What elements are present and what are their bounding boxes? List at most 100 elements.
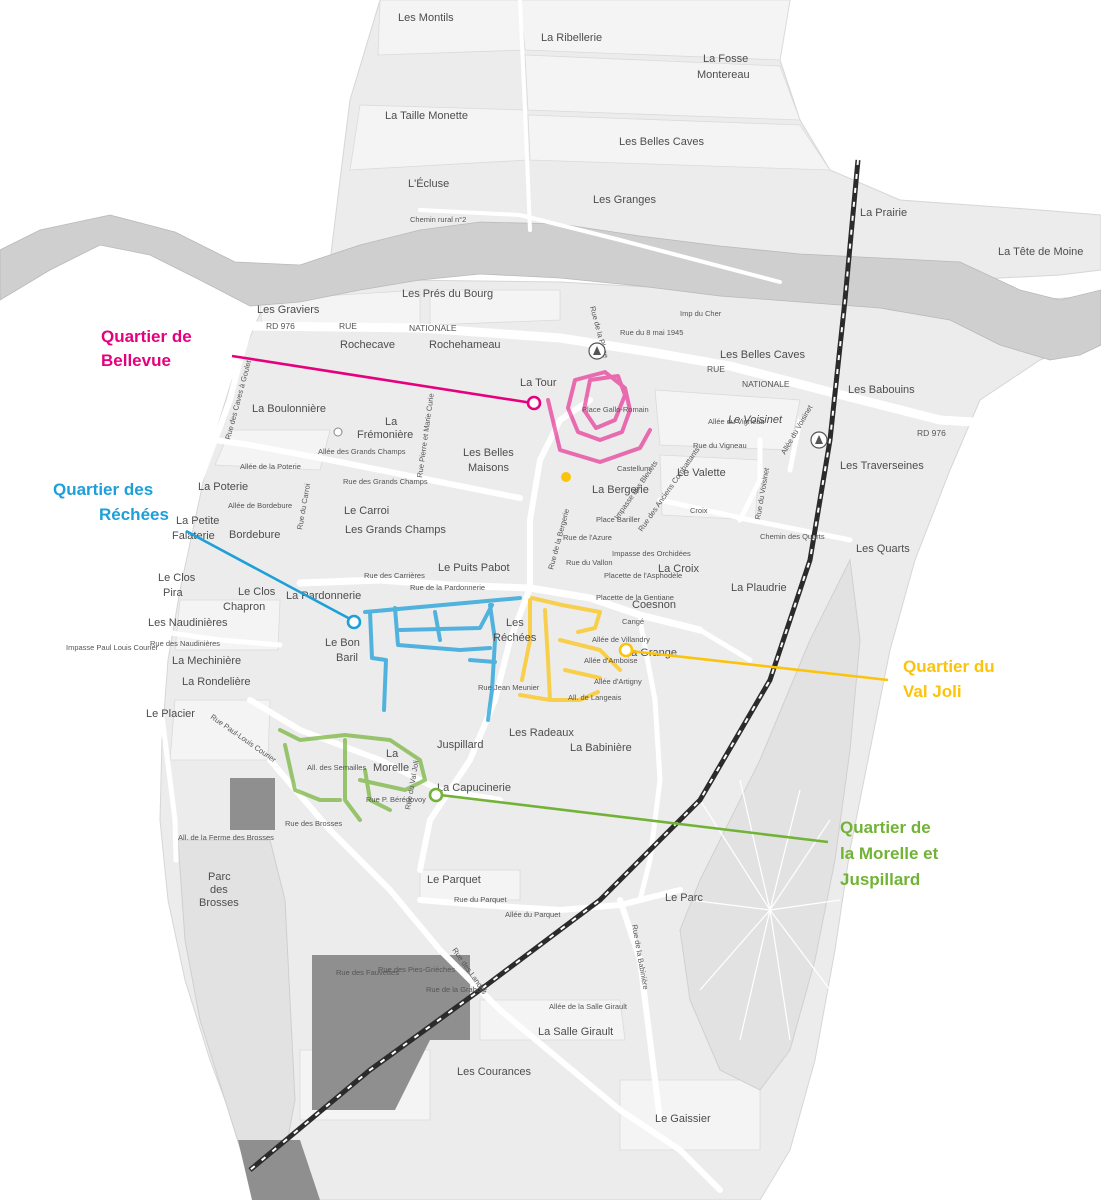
place-parc-3: Brosses [199,897,239,909]
place-les-belles-caves-north: Les Belles Caves [619,136,704,148]
district-rechees-line2: Réchées [99,505,169,524]
place-la: La [385,416,398,428]
place-juspillard: Juspillard [437,739,483,751]
place-parc-2: des [210,884,228,896]
street-place-bariller: Place Bariller [596,515,641,524]
street-allee-des-semailles: All. des Semailles [307,763,366,772]
place-la-morelle-2: Morelle [373,762,409,774]
street-rd976-east: RD 976 [917,428,946,438]
district-morelle-line3: Juspillard [840,870,920,889]
street-rue-du-parquet: Rue du Parquet [454,895,507,904]
place-les-graviers: Les Graviers [257,304,320,316]
street-rd976-west: RD 976 [266,321,295,331]
place-la-capucinerie: La Capucinerie [437,782,511,794]
street-allee-langeais: All. de Langeais [568,693,622,702]
place-rochecave: Rochecave [340,339,395,351]
street-croix: Croix [690,506,708,515]
street-rue-des-naudinieres: Rue des Naudinières [150,639,220,648]
place-la-plaudrie: La Plaudrie [731,582,787,594]
place-la-ribellerie: La Ribellerie [541,32,602,44]
street-chemin-rural: Chemin rural n°2 [410,215,466,224]
street-allee-villandry: Allée de Villandry [592,635,650,644]
roads [98,0,1101,1193]
place-la-rondeliere: La Rondelière [182,676,251,688]
street-rue-grabole: Rue de la Grabole [426,985,487,994]
marker-rechees [346,614,362,630]
street-place-gallo-romain: Place Gallo-Romain [582,405,649,414]
street-rue-des-grands-champs: Rue des Grands Champs [343,477,428,486]
place-la-bergerie: La Bergerie [592,484,649,496]
leader-rechees [185,529,353,622]
district-rechees-line1: Quartier des [53,480,153,499]
place-rochehameau: Rochehameau [429,339,501,351]
place-les-belles: Les Belles [463,447,514,459]
district-val-joli-outline [518,596,622,702]
place-les-belles-caves-south: Les Belles Caves [720,349,805,361]
place-la-taille-monette: La Taille Monette [385,110,468,122]
place-le-carroi: Le Carroi [344,505,389,517]
park-rays [689,779,841,1041]
built-blocks [230,778,470,1200]
street-rue-du-vigneau: Rue du Vigneau [693,441,747,450]
district-rechees-outline [363,596,522,722]
district-labels: Quartier de Bellevue Quartier des Réchée… [53,327,995,889]
street-allee-de-la-poterie: Allée de la Poterie [240,462,301,471]
district-leaders [185,354,889,844]
district-morelle-outline [278,728,427,822]
street-rue-du-vallon: Rue du Vallon [566,558,613,567]
post-office-icon [561,472,571,482]
place-le-parquet: Le Parquet [427,874,481,886]
place-le-valette: Le Valette [677,467,726,479]
street-rue-nationale-2: NATIONALE [409,323,457,333]
district-bellevue-line2: Bellevue [101,351,171,370]
street-rue-pardonnerie: Rue de la Pardonnerie [410,583,485,592]
street-allee-du-vigneau: Allée du Vigneau [708,417,765,426]
place-parc-1: Parc [208,871,231,883]
river-cher [0,214,1101,361]
place-le-bon: Le Bon [325,637,360,649]
place-bordebure: Bordebure [229,529,280,541]
park-area [679,558,861,1091]
street-allee-de-cange: Cangé [622,617,644,626]
place-fremoniere: Frémonière [357,429,413,441]
place-les-quarts: Les Quarts [856,543,910,555]
place-le-parc: Le Parc [665,892,703,904]
place-la-morelle-1: La [386,748,399,760]
place-la-mechiniere: La Mechinière [172,655,241,667]
tree-icon-glyph [593,346,601,355]
street-chemin-des-quarts: Chemin des Quarts [760,532,825,541]
place-labels: Les Montils La Ribellerie La Fosse Monte… [146,12,1083,1125]
street-rue-pies-grieches: Rue des Pies-Grièches [378,965,455,974]
street-impasse-orchidees: Impasse des Orchidées [612,549,691,558]
place-la-babiniere: La Babinière [570,742,632,754]
place-la-petite: La Petite [176,515,219,527]
place-les: Les [506,617,524,629]
district-bellevue-line1: Quartier de [101,327,192,346]
place-la-tete-de-moine: La Tête de Moine [998,246,1083,258]
street-allee-artigny: Allée d'Artigny [594,677,642,686]
street-allee-salle-girault: Allée de la Salle Girault [549,1002,628,1011]
street-placette-asphodele: Placette de l'Asphodèle [604,571,682,580]
street-imp-du-cher: Imp du Cher [680,309,722,318]
district-morelle-line2: la Morelle et [840,844,939,863]
place-les-radeaux: Les Radeaux [509,727,574,739]
place-maisons: Maisons [468,462,509,474]
street-allee-de-bordebure: Allée de Bordebure [228,501,292,510]
place-la-boulonniere: La Boulonnière [252,403,326,415]
street-allee-ferme-brosses: All. de la Ferme des Brosses [178,833,274,842]
place-la-croix: La Croix [658,563,699,575]
place-les-courances: Les Courances [457,1066,531,1078]
street-allee-du-parquet: Allée du Parquet [505,910,561,919]
district-val-joli-line2: Val Joli [903,682,962,701]
place-les-pres-du-bourg: Les Prés du Bourg [402,288,493,300]
street-rue-8-mai: Rue du 8 mai 1945 [620,328,683,337]
marker-val-joli [618,642,634,658]
place-la-pardonnerie: La Pardonnerie [286,590,361,602]
place-le-voisinet: Le Voisinet [728,414,783,426]
street-rue-nationale-e1: RUE [707,364,725,374]
street-rue-azure: Rue de l'Azure [563,533,612,542]
place-les-montils: Les Montils [398,12,454,24]
leader-morelle [439,793,829,844]
place-le-gaissier: Le Gaissier [655,1113,711,1125]
